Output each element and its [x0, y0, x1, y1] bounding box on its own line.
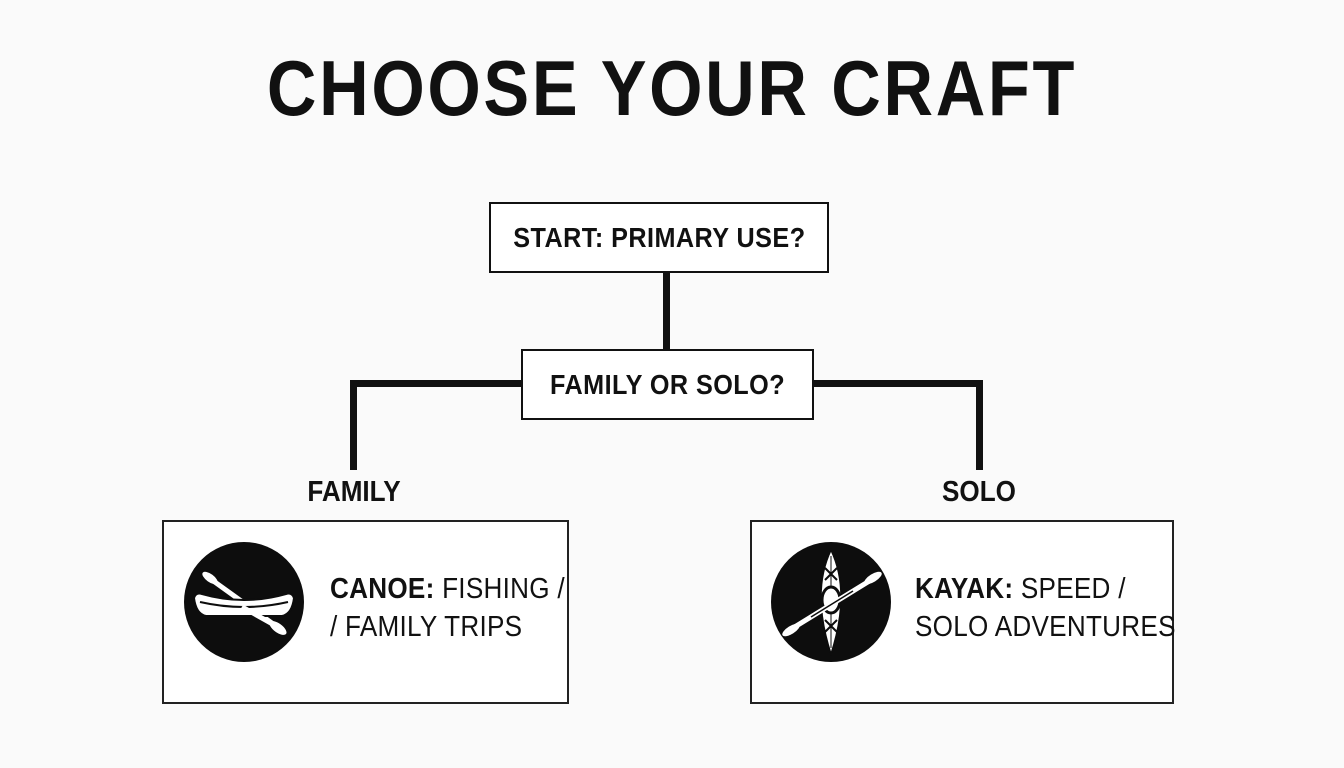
canoe-line-2: / FAMILY TRIPS [330, 611, 523, 643]
start-node: START: PRIMARY USE? [489, 202, 829, 273]
connector-start-question [663, 273, 670, 349]
canoe-line-1: CANOE: FISHING / [330, 570, 565, 608]
start-node-label: START: PRIMARY USE? [512, 221, 806, 253]
connector-left-vertical [350, 380, 357, 470]
kayak-name: KAYAK: [915, 573, 1014, 605]
kayak-line-2: SOLO ADVENTURES [915, 611, 1176, 643]
canoe-name: CANOE: [330, 573, 435, 605]
canoe-description: CANOE: FISHING / / FAMILY TRIPS [330, 570, 565, 646]
canoe-line-1-text: FISHING / [434, 573, 565, 605]
kayak-line-1-text: SPEED / [1013, 573, 1126, 605]
canoe-card: CANOE: FISHING / / FAMILY TRIPS [162, 520, 569, 704]
connector-right-horizontal [814, 380, 983, 387]
kayak-line-1: KAYAK: SPEED / [915, 570, 1176, 608]
kayak-icon [771, 542, 891, 662]
page-title: CHOOSE YOUR CRAFT [266, 44, 1078, 132]
question-node-label: FAMILY OR SOLO? [550, 368, 785, 400]
branch-label-family: FAMILY [307, 476, 401, 508]
kayak-card: KAYAK: SPEED / SOLO ADVENTURES [750, 520, 1176, 704]
question-node: FAMILY OR SOLO? [521, 349, 814, 420]
connector-left-horizontal [350, 380, 521, 387]
kayak-description: KAYAK: SPEED / SOLO ADVENTURES [915, 570, 1176, 646]
connector-right-vertical [976, 380, 983, 470]
canoe-icon [184, 542, 304, 662]
branch-label-solo: SOLO [942, 476, 1016, 508]
